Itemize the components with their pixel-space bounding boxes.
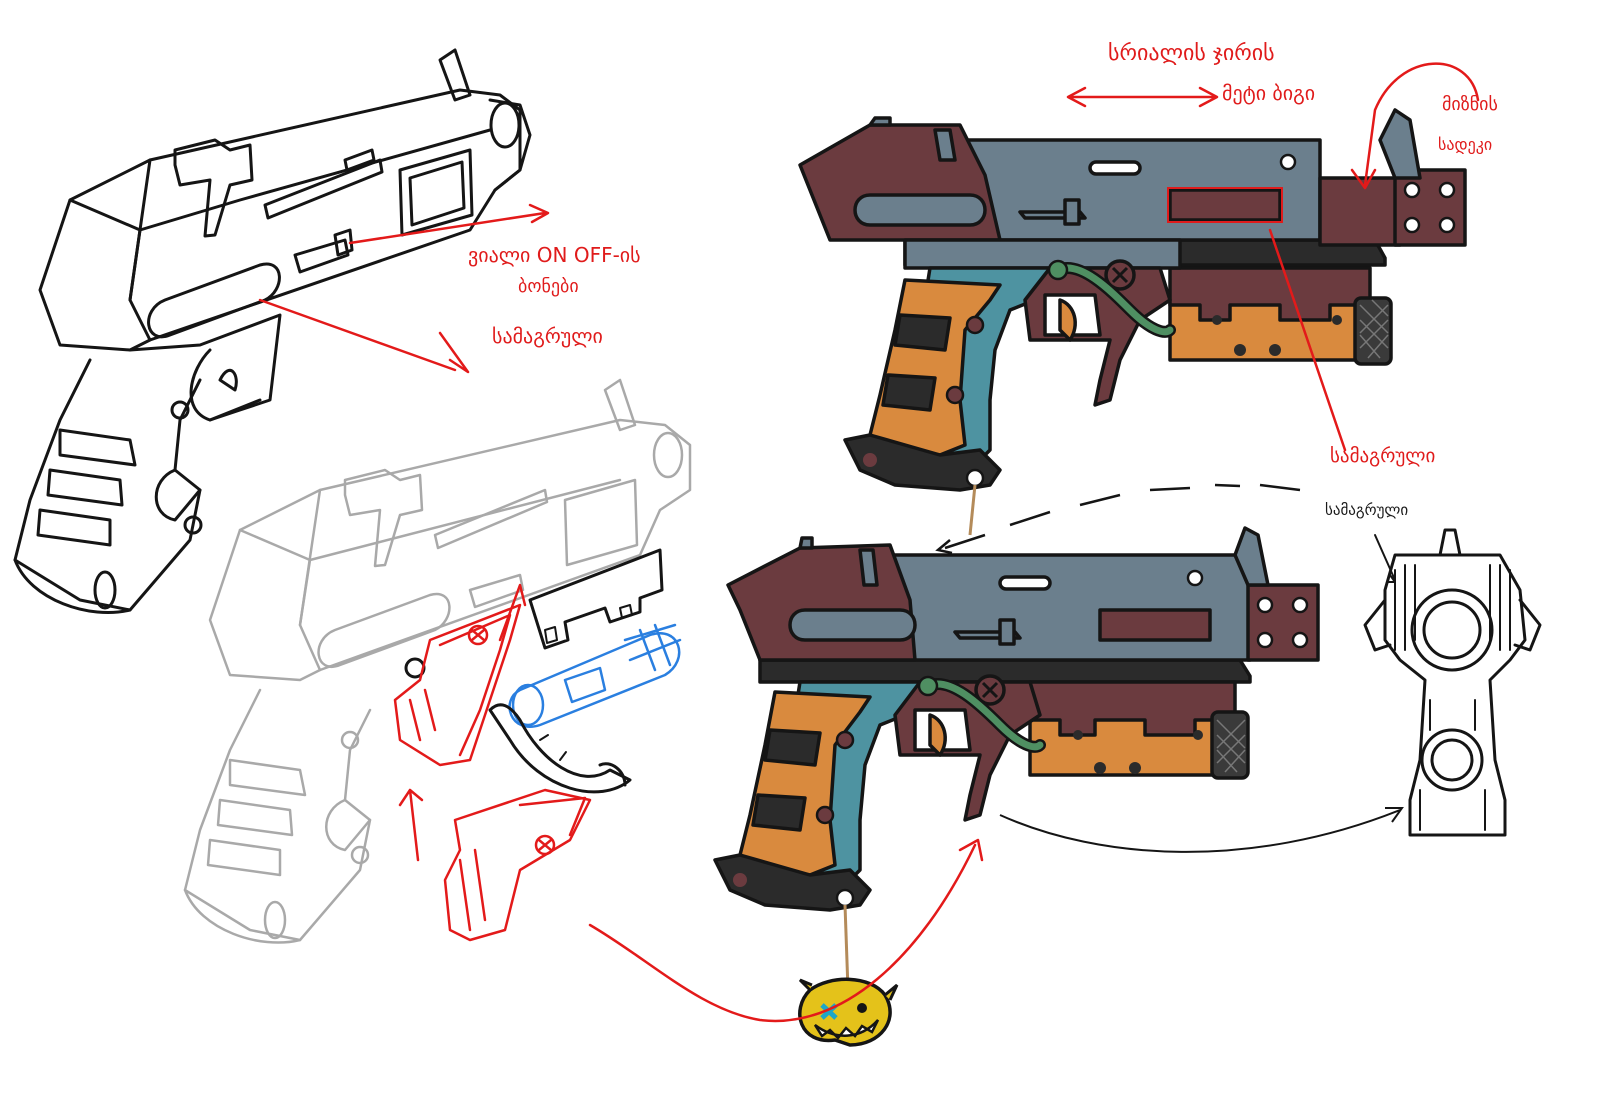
- pistol-lineart-sketch: [13, 48, 532, 615]
- left-annotation-arrows: [258, 203, 550, 374]
- red-grip-panel-sketches: [393, 583, 592, 942]
- grip-note: სამაგრული: [492, 324, 603, 348]
- slide-note-line1: სრიალის ჯირის: [1108, 41, 1275, 66]
- slide-note-line2: მეტი ბიგი: [1222, 81, 1315, 105]
- pistol-front-view-sketch: [1363, 528, 1542, 837]
- pistol-colored-top: [798, 108, 1467, 536]
- sight-note-line2: სადეკი: [1438, 135, 1492, 154]
- exploded-side-plate: [528, 548, 664, 650]
- sight-note-line1: მიზნის: [1442, 94, 1498, 115]
- smiley-charm-icon: [798, 977, 899, 1047]
- exploded-flashlight-blue-sketch: [508, 623, 682, 728]
- pistol-colored-bottom: [713, 526, 1320, 991]
- right-annotation-arrows: [588, 62, 1480, 1023]
- switch-note-line1: ვიალი ON OFF-ის: [468, 243, 641, 267]
- light-note: სამაგრული: [1330, 445, 1435, 467]
- exploded-tube-sketch: [488, 703, 632, 794]
- front-note: სამაგრული: [1325, 501, 1408, 519]
- switch-note-line2: ბონები: [518, 276, 579, 297]
- pistol-exploded-grey-sketch: [183, 378, 692, 944]
